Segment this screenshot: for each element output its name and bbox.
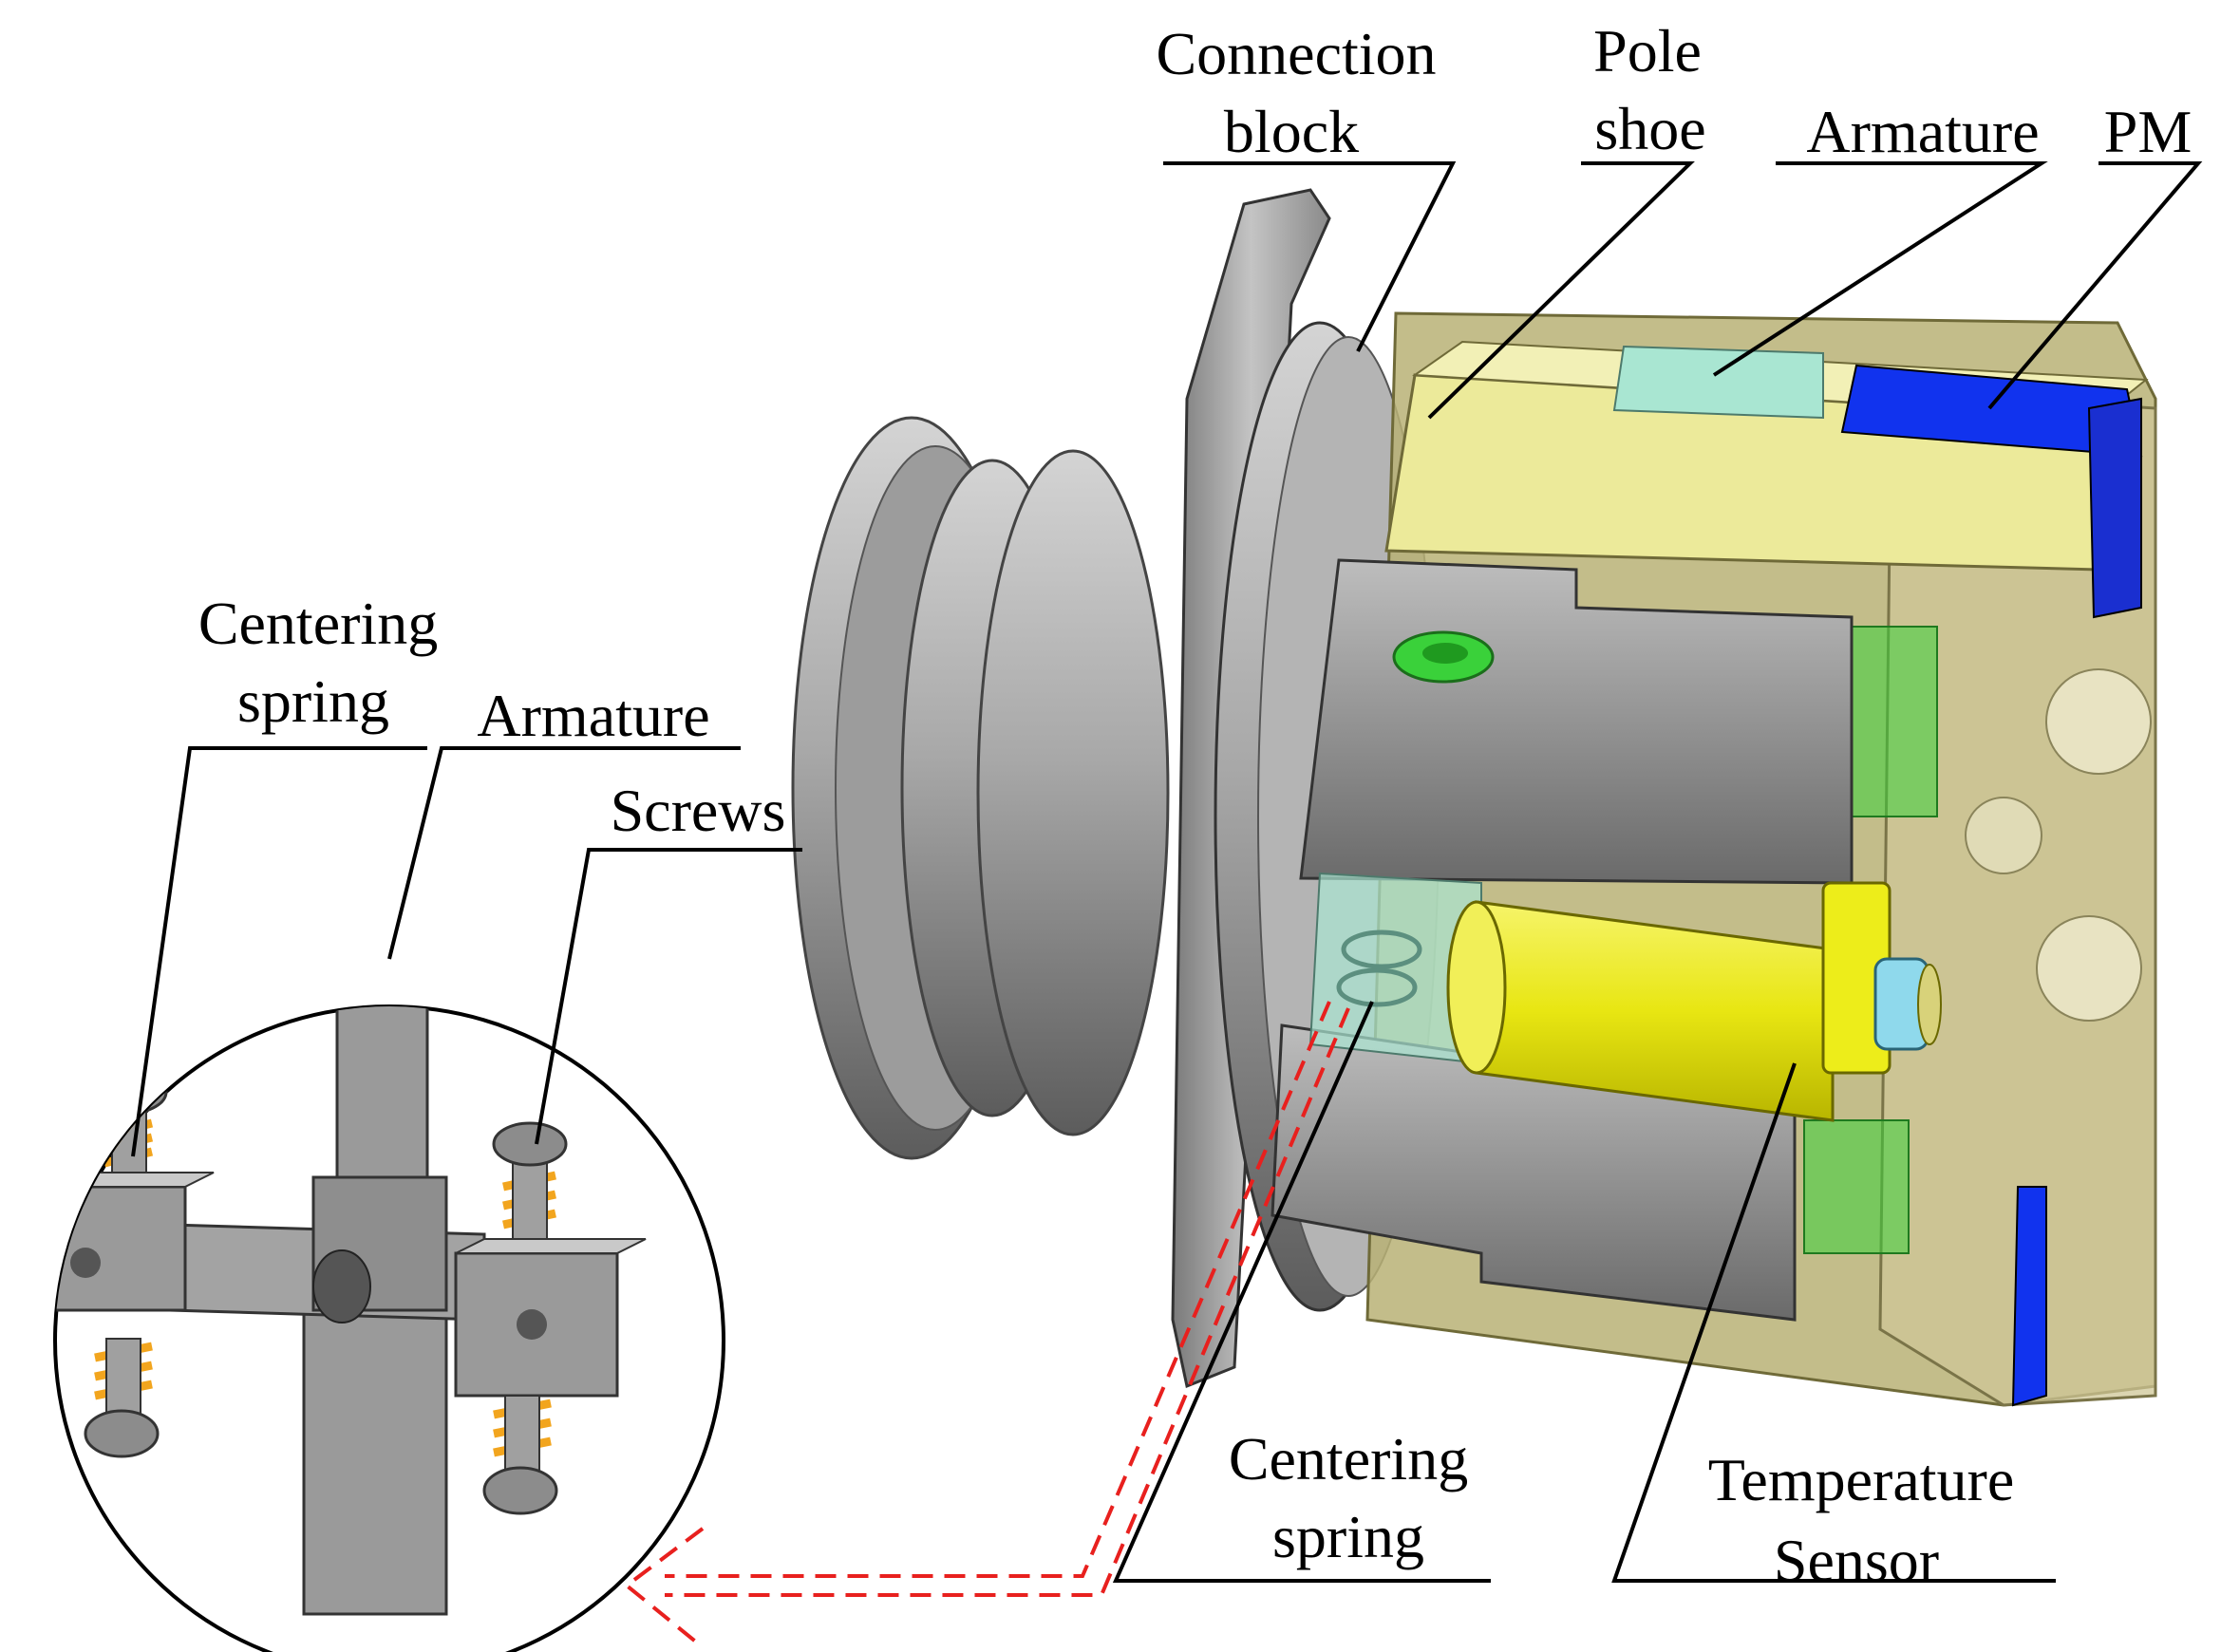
cross-armature-vertical-lower — [302, 1308, 448, 1616]
screw-head — [92, 1069, 168, 1115]
detail-view — [53, 1004, 725, 1652]
label-screws: Screws — [611, 777, 786, 844]
temperature-sensor-tip-end — [1917, 964, 1942, 1045]
label-armature-left: Armature — [477, 682, 709, 749]
leader-pole-shoe — [1427, 161, 1695, 420]
leader-armature-top — [1712, 161, 2048, 377]
label-centering-spring-left-2: spring — [237, 667, 389, 735]
leader-connection-block — [1163, 161, 1457, 352]
housing-hole — [1965, 797, 2042, 874]
screw-head — [492, 1121, 568, 1167]
leader-temperature-sensor — [1611, 1062, 2056, 1583]
cross-left-block-top — [55, 1172, 215, 1188]
label-pole-shoe-1: Pole — [1593, 17, 1702, 84]
label-temperature-sensor-2: Sensor — [1774, 1527, 1939, 1594]
housing-hole — [2045, 668, 2152, 775]
block-hole — [517, 1309, 547, 1340]
actuator-assembly — [791, 188, 2157, 1407]
green-screw-socket — [1422, 643, 1468, 664]
screw-shank — [504, 1395, 540, 1473]
screw-head — [482, 1466, 558, 1515]
label-pm: PM — [2104, 98, 2193, 165]
label-pole-shoe-2: shoe — [1594, 95, 1705, 162]
labels: Connection block Pole shoe Armature PM C… — [198, 17, 2192, 1594]
temperature-sensor-face — [1446, 900, 1507, 1075]
block-hole — [70, 1248, 101, 1278]
screw-head — [84, 1409, 160, 1458]
screw-shank — [105, 1338, 141, 1416]
permanent-magnet-side — [2087, 397, 2142, 619]
rear-flange-step — [976, 449, 1170, 1136]
leader-armature-left — [387, 746, 741, 960]
leader-screws — [535, 848, 802, 1145]
centering-spring-coil — [1341, 929, 1422, 969]
detail-arrow — [623, 1001, 1350, 1649]
housing-hole — [2036, 915, 2142, 1022]
label-centering-spring-left-1: Centering — [198, 590, 438, 657]
cross-left-block — [55, 1185, 187, 1312]
label-connection-block-1: Connection — [1156, 20, 1436, 87]
leader-centering-spring-left — [131, 746, 427, 1157]
label-temperature-sensor-1: Temperature — [1708, 1446, 2014, 1513]
label-centering-spring-bottom-2: spring — [1272, 1503, 1424, 1570]
cross-armature-vertical — [335, 1006, 429, 1179]
label-centering-spring-bottom-1: Centering — [1229, 1425, 1468, 1492]
label-armature-top: Armature — [1806, 98, 2039, 165]
leader-lines — [131, 161, 2203, 1583]
centering-spring-coil — [1336, 967, 1418, 1007]
cross-armature-center-hole — [312, 1249, 371, 1323]
green-part — [1803, 1119, 1910, 1254]
screw-shank — [512, 1157, 548, 1240]
green-part — [1851, 626, 1938, 817]
armature-top-part — [1612, 345, 1824, 420]
label-connection-block-2: block — [1224, 98, 1359, 165]
permanent-magnet-bottom — [2011, 1186, 2047, 1407]
cross-right-block-top — [455, 1238, 647, 1254]
leader-pm — [1987, 161, 2203, 410]
leader-centering-spring-bottom — [1112, 1001, 1491, 1583]
